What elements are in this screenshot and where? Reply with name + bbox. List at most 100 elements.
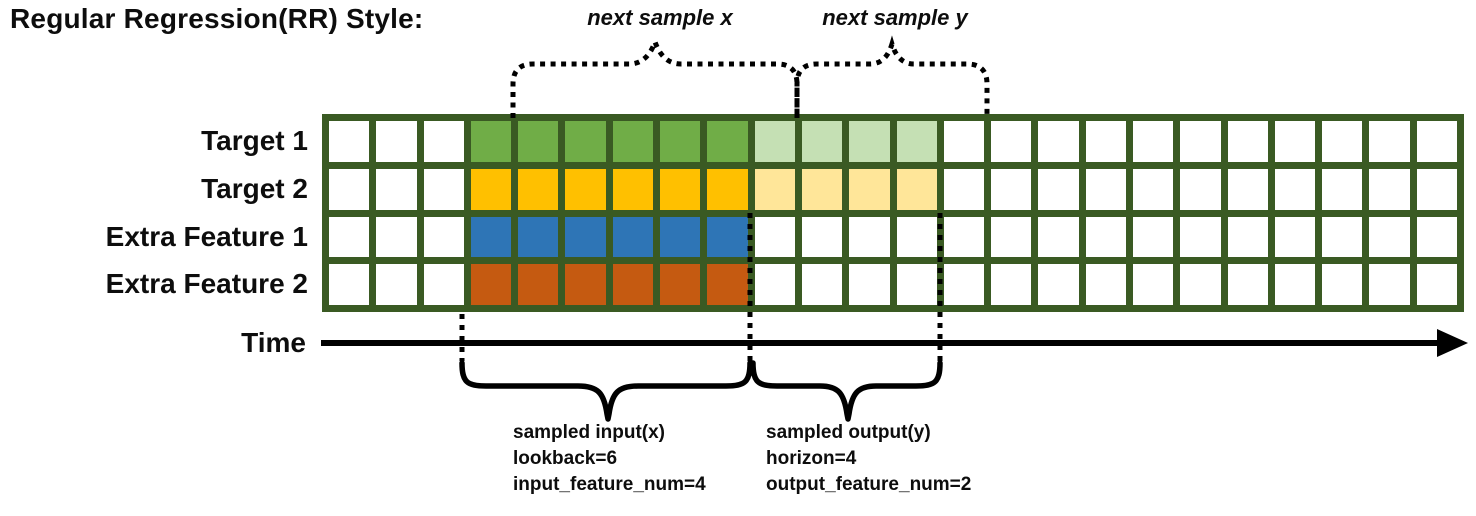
grid-cell (565, 168, 606, 210)
grid-cell (849, 216, 890, 258)
grid-cell (1416, 264, 1457, 305)
grid-cell (849, 121, 890, 162)
time-arrow-head (1437, 329, 1468, 357)
grid-cell (1132, 216, 1174, 258)
grid-cell (1038, 168, 1079, 210)
grid-cell (423, 216, 464, 258)
grid-cell (801, 121, 843, 162)
grid-cell (991, 168, 1032, 210)
grid-cell (1322, 168, 1363, 210)
grid-cell (329, 168, 370, 210)
grid-cell (660, 264, 701, 305)
sample-grid (322, 114, 1464, 312)
grid-cell (943, 168, 985, 210)
grid-cell (565, 216, 606, 258)
grid-cell (1227, 216, 1268, 258)
grid-cell (1416, 121, 1457, 162)
grid-cell (1227, 168, 1268, 210)
grid-cell (329, 216, 370, 258)
next-sample-x-brace (510, 34, 800, 118)
grid-cell (1322, 216, 1363, 258)
grid-cell (1085, 216, 1126, 258)
grid-cell (801, 264, 843, 305)
grid-cell (470, 168, 512, 210)
grid-cell (1416, 216, 1457, 258)
row-label-extra-feature-1: Extra Feature 1 (105, 221, 308, 252)
grid-cell (660, 168, 701, 210)
grid-cell (1085, 168, 1126, 210)
grid-cell (991, 264, 1032, 305)
input-feature-num-value: input_feature_num=4 (513, 474, 706, 495)
grid-cell (376, 264, 417, 305)
grid-cell (376, 216, 417, 258)
grid-cell (376, 168, 417, 210)
horizon-value: horizon=4 (766, 448, 857, 469)
grid-cell (376, 121, 417, 162)
grid-cell (612, 216, 654, 258)
grid-cell (565, 264, 606, 305)
grid-cell (801, 168, 843, 210)
grid-cell (1038, 121, 1079, 162)
row-label-extra-feature-2: Extra Feature 2 (105, 268, 308, 299)
sampled-output-title: sampled output(y) (766, 422, 931, 443)
grid-cell (660, 216, 701, 258)
grid-cell (1132, 121, 1174, 162)
grid-cell (1274, 168, 1316, 210)
next-sample-y-brace (794, 35, 990, 118)
row-label-target-2: Target 2 (201, 173, 308, 204)
grid-cell (565, 121, 606, 162)
grid-cell (1369, 264, 1410, 305)
sampled-output-brace (750, 360, 943, 422)
grid-cell (470, 121, 512, 162)
grid-cell (423, 264, 464, 305)
grid-cell (660, 121, 701, 162)
grid-cell (329, 264, 370, 305)
output-feature-num-value: output_feature_num=2 (766, 474, 972, 495)
grid-cell (1274, 121, 1316, 162)
grid-cell (707, 121, 748, 162)
grid-cell (1416, 168, 1457, 210)
grid-cell (849, 168, 890, 210)
row-label-target-1: Target 1 (201, 125, 308, 156)
grid-cell (707, 264, 748, 305)
grid-cell (1180, 216, 1221, 258)
grid-cell (991, 121, 1032, 162)
grid-cell (896, 264, 937, 305)
grid-cell (754, 216, 795, 258)
grid-cell (849, 264, 890, 305)
grid-cell (1038, 216, 1079, 258)
grid-cell (1369, 121, 1410, 162)
grid-cell (423, 168, 464, 210)
grid-cell (1132, 168, 1174, 210)
grid-cell (329, 121, 370, 162)
grid-cell (612, 264, 654, 305)
grid-cell (1274, 216, 1316, 258)
grid-cell (612, 168, 654, 210)
sampled-input-title: sampled input(x) (513, 422, 666, 443)
grid-cell (518, 216, 559, 258)
grid-cell (1132, 264, 1174, 305)
grid-cell (518, 264, 559, 305)
grid-cell (801, 216, 843, 258)
grid-cell (1227, 121, 1268, 162)
time-axis-label: Time (241, 327, 306, 358)
grid-cell (1274, 264, 1316, 305)
grid-cell (943, 264, 985, 305)
grid-cell (612, 121, 654, 162)
grid-cell (1369, 216, 1410, 258)
grid-cell (1085, 121, 1126, 162)
grid-cell (1322, 121, 1363, 162)
grid-cell (1227, 264, 1268, 305)
grid-cell (518, 121, 559, 162)
grid-cell (754, 168, 795, 210)
grid-cell (943, 121, 985, 162)
grid-cell (1180, 168, 1221, 210)
lookback-value: lookback=6 (513, 448, 618, 469)
grid-cell (1085, 264, 1126, 305)
sampled-output-description: sampled output(y) horizon=4 output_featu… (766, 420, 971, 498)
next-sample-y-label: next sample y (822, 5, 968, 30)
sampled-input-brace (459, 360, 753, 422)
grid-cell (754, 121, 795, 162)
grid-cell (518, 168, 559, 210)
